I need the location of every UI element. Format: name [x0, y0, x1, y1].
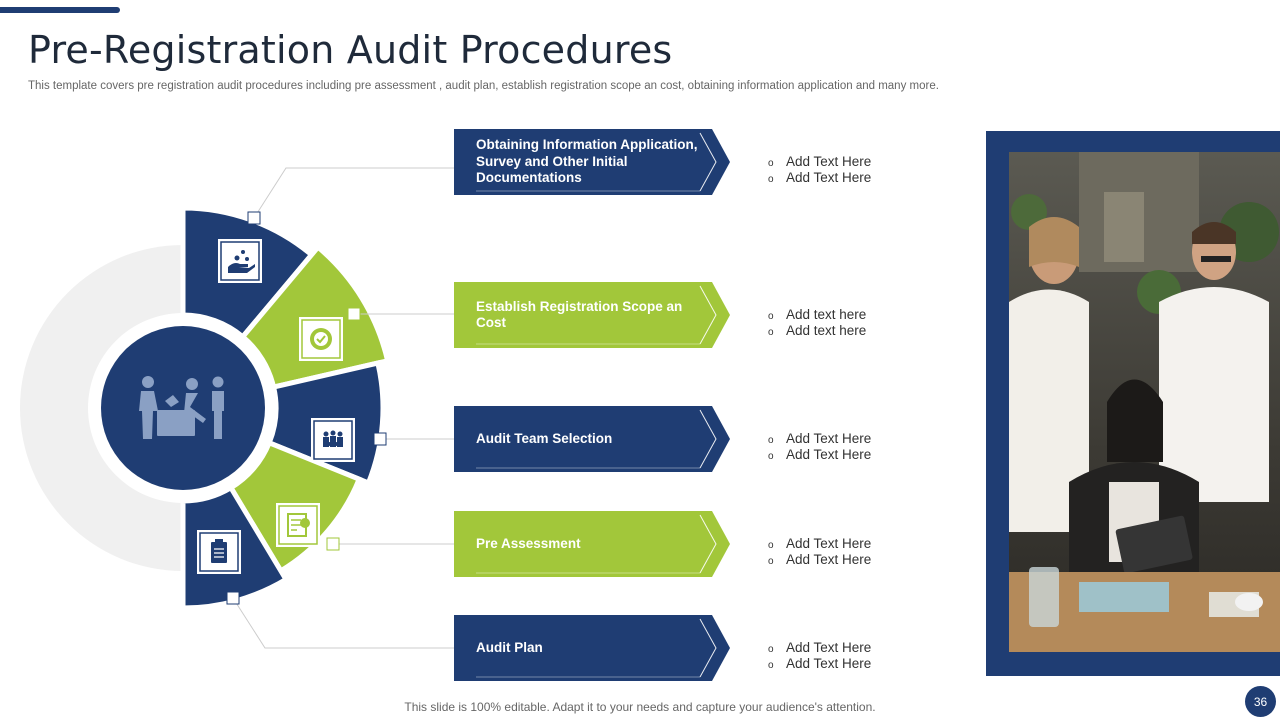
bullet-item: o Add Text Here	[768, 170, 871, 186]
bullet-text: Add Text Here	[786, 447, 872, 462]
bullet-item: o Add text here	[768, 307, 866, 323]
page-number-badge: 36	[1245, 686, 1276, 717]
bullet-item: o Add Text Here	[768, 656, 871, 672]
page-title: Pre-Registration Audit Procedures	[28, 28, 673, 72]
top-accent-bar	[0, 7, 120, 13]
meeting-people-icon	[139, 376, 224, 439]
step-box-5: Audit Plan	[454, 615, 730, 681]
bullet-item: o Add text here	[768, 323, 866, 339]
step-box-2: Establish Registration Scope an Cost	[454, 282, 730, 348]
investor-hand-coins-icon	[218, 239, 262, 283]
bullet-item: o Add Text Here	[768, 552, 871, 568]
step-box-3: Audit Team Selection	[454, 406, 730, 472]
footer-note: This slide is 100% editable. Adapt it to…	[404, 700, 876, 714]
connector-node-5	[226, 591, 240, 605]
team-meeting-photo	[1009, 152, 1280, 652]
step-box-4: Pre Assessment	[454, 511, 730, 577]
connector-line-5	[232, 597, 454, 649]
bullet-marker: o	[768, 158, 774, 169]
step-label: Establish Registration Scope an Cost	[476, 298, 683, 331]
bullet-text: Add Text Here	[786, 640, 872, 655]
connector-node-1	[247, 211, 261, 225]
bullet-item: o Add Text Here	[768, 431, 871, 447]
step-label: Audit Team Selection	[476, 430, 613, 446]
connector-node-2	[347, 307, 361, 321]
assessment-document-icon	[276, 503, 320, 547]
team-group-icon	[311, 418, 355, 462]
bullet-text: Add Text Here	[786, 536, 872, 551]
bullet-marker: o	[768, 660, 774, 671]
bullet-item: o Add Text Here	[768, 536, 871, 552]
page-subtitle: This template covers pre registration au…	[28, 80, 939, 92]
gear-check-icon	[299, 317, 343, 361]
bullet-text: Add Text Here	[786, 552, 872, 567]
step-label: Obtaining Information Application, Surve…	[476, 137, 698, 186]
bullet-marker: o	[768, 311, 774, 322]
step-label: Pre Assessment	[476, 535, 581, 551]
clipboard-plan-icon	[197, 530, 241, 574]
bullet-marker: o	[768, 451, 774, 462]
bullet-item: o Add Text Here	[768, 640, 871, 656]
bullet-marker: o	[768, 327, 774, 338]
bullet-text: Add Text Here	[786, 656, 872, 671]
bullet-item: o Add Text Here	[768, 447, 871, 463]
bullet-text: Add Text Here	[786, 154, 872, 169]
bullet-text: Add Text Here	[786, 170, 872, 185]
bullet-marker: o	[768, 540, 774, 551]
step-box-1: Obtaining Information Application, Surve…	[454, 129, 730, 195]
segment-diagram	[20, 167, 454, 649]
connector-node-4	[326, 537, 340, 551]
bullet-text: Add text here	[786, 323, 867, 338]
bullet-marker: o	[768, 435, 774, 446]
step-label: Audit Plan	[476, 639, 543, 655]
bullet-item: o Add Text Here	[768, 154, 871, 170]
bullet-marker: o	[768, 174, 774, 185]
bullet-text: Add Text Here	[786, 431, 872, 446]
center-circle	[101, 326, 265, 490]
bullet-text: Add text here	[786, 307, 867, 322]
connector-node-3	[373, 432, 387, 446]
bullet-marker: o	[768, 644, 774, 655]
connector-line-1	[253, 167, 454, 219]
bullet-marker: o	[768, 556, 774, 567]
